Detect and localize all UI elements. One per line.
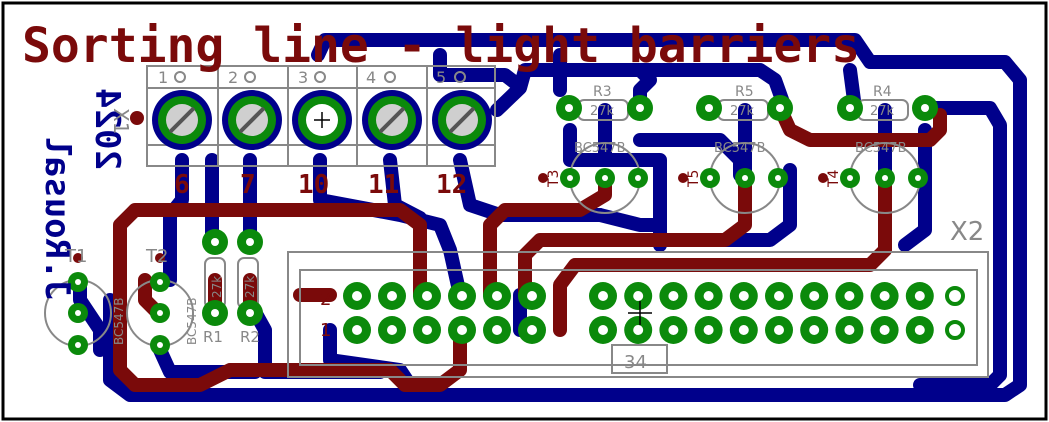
x2-pad-drill bbox=[598, 291, 608, 301]
bottom-copper-traces bbox=[73, 33, 1027, 402]
x2-pad-drill bbox=[387, 291, 397, 301]
t5-type: BC547B bbox=[714, 141, 766, 156]
transistor-markers bbox=[73, 173, 828, 263]
x2-pad-drill bbox=[352, 291, 362, 301]
x1-pin-label-11: 11 bbox=[368, 170, 399, 200]
x2-pad-drill bbox=[738, 325, 749, 335]
r1-value: 27k bbox=[210, 276, 224, 298]
x2-pad-drill bbox=[844, 325, 855, 335]
x1-terminal-3: 3 bbox=[298, 68, 308, 87]
x2-pad-drill bbox=[457, 291, 467, 301]
x1-pin-label-6: 6 bbox=[174, 170, 190, 200]
year-label: 2024 bbox=[87, 88, 127, 170]
t3-type: BC547B bbox=[574, 141, 626, 156]
x2-pin2-label: 2 bbox=[320, 289, 331, 310]
x2-pad-drill bbox=[387, 325, 397, 335]
x1-pin-label-12: 12 bbox=[436, 170, 467, 200]
x1-terminal-pads bbox=[130, 71, 492, 150]
x2-pad-drill bbox=[952, 327, 958, 333]
x2-pad-drill bbox=[809, 325, 820, 335]
r5-value: 27k bbox=[730, 104, 755, 119]
author-label: J.Rousal bbox=[37, 136, 77, 300]
x2-pad-drill bbox=[527, 325, 537, 335]
x1-terminal-1: 1 bbox=[158, 68, 168, 87]
x2-pin34-label: 34 bbox=[624, 352, 647, 373]
x1-terminal-4: 4 bbox=[366, 68, 376, 87]
t4-ref: T4 bbox=[826, 169, 842, 188]
x2-pad-drill bbox=[422, 325, 432, 335]
t1-type: BC547B bbox=[112, 297, 126, 345]
r1-ref: R1 bbox=[203, 328, 223, 346]
x2-pad-drill bbox=[774, 291, 784, 301]
r5-ref: R5 bbox=[735, 84, 754, 100]
x2-pad-drill bbox=[492, 291, 502, 301]
x2-pin1-label: 1 bbox=[320, 320, 331, 341]
x2-pad-drill bbox=[703, 291, 714, 301]
x1-outline bbox=[146, 65, 496, 167]
x1-terminal-5: 5 bbox=[436, 68, 446, 87]
x1-pin-label-10: 10 bbox=[298, 170, 329, 200]
r2-value: 27k bbox=[243, 276, 257, 298]
top-copper-traces bbox=[113, 101, 947, 392]
x2-pad-drill bbox=[879, 325, 890, 335]
r4-value: 27k bbox=[870, 104, 895, 119]
t1-ref: T1 bbox=[64, 246, 87, 267]
x1-marker-dot bbox=[130, 111, 144, 125]
x2-pad-drill bbox=[527, 291, 537, 301]
t2-ref: T2 bbox=[145, 246, 168, 267]
labels: Sorting line - light barriers J.Rousal 2… bbox=[22, 18, 984, 373]
x2-pad-drill bbox=[457, 325, 467, 335]
x2-pad-drill bbox=[352, 325, 362, 335]
x2-pad-drill bbox=[633, 325, 644, 335]
x1-label: X1 bbox=[109, 108, 133, 134]
x2-label: X2 bbox=[950, 217, 984, 247]
x2-pad-drill bbox=[774, 325, 784, 335]
x2-pad-drill bbox=[668, 325, 679, 335]
x1-pin-label-7: 7 bbox=[240, 170, 256, 200]
x2-header-pads bbox=[343, 282, 965, 344]
x2-pad-drill bbox=[598, 325, 608, 335]
pad-drills bbox=[75, 104, 929, 348]
t5-ref: T5 bbox=[686, 170, 702, 188]
board-title: Sorting line - light barriers bbox=[22, 18, 860, 74]
x2-pad-drill bbox=[633, 291, 644, 301]
x2-pad-drill bbox=[703, 325, 714, 335]
x2-outline bbox=[287, 251, 989, 378]
r3-ref: R3 bbox=[593, 84, 612, 100]
x2-pad-drill bbox=[914, 325, 925, 335]
x2-pad-drill bbox=[492, 325, 502, 335]
r3-value: 27k bbox=[590, 104, 615, 119]
t2-type: BC547B bbox=[185, 297, 199, 345]
x2-pad-drill bbox=[422, 291, 432, 301]
x1-terminal-2: 2 bbox=[228, 68, 238, 87]
x2-pad-drill bbox=[668, 291, 679, 301]
x2-pad-drill bbox=[879, 291, 890, 301]
x2-pad-drill bbox=[844, 291, 855, 301]
x2-pad-drill bbox=[738, 291, 749, 301]
t4-type: BC547B bbox=[855, 141, 907, 156]
x2-pad-drill bbox=[952, 293, 958, 299]
x2-pad-drill bbox=[914, 291, 925, 301]
t3-ref: T3 bbox=[546, 170, 562, 188]
r2-ref: R2 bbox=[240, 328, 260, 346]
r4-ref: R4 bbox=[873, 84, 892, 100]
x2-pad-drill bbox=[809, 291, 820, 301]
